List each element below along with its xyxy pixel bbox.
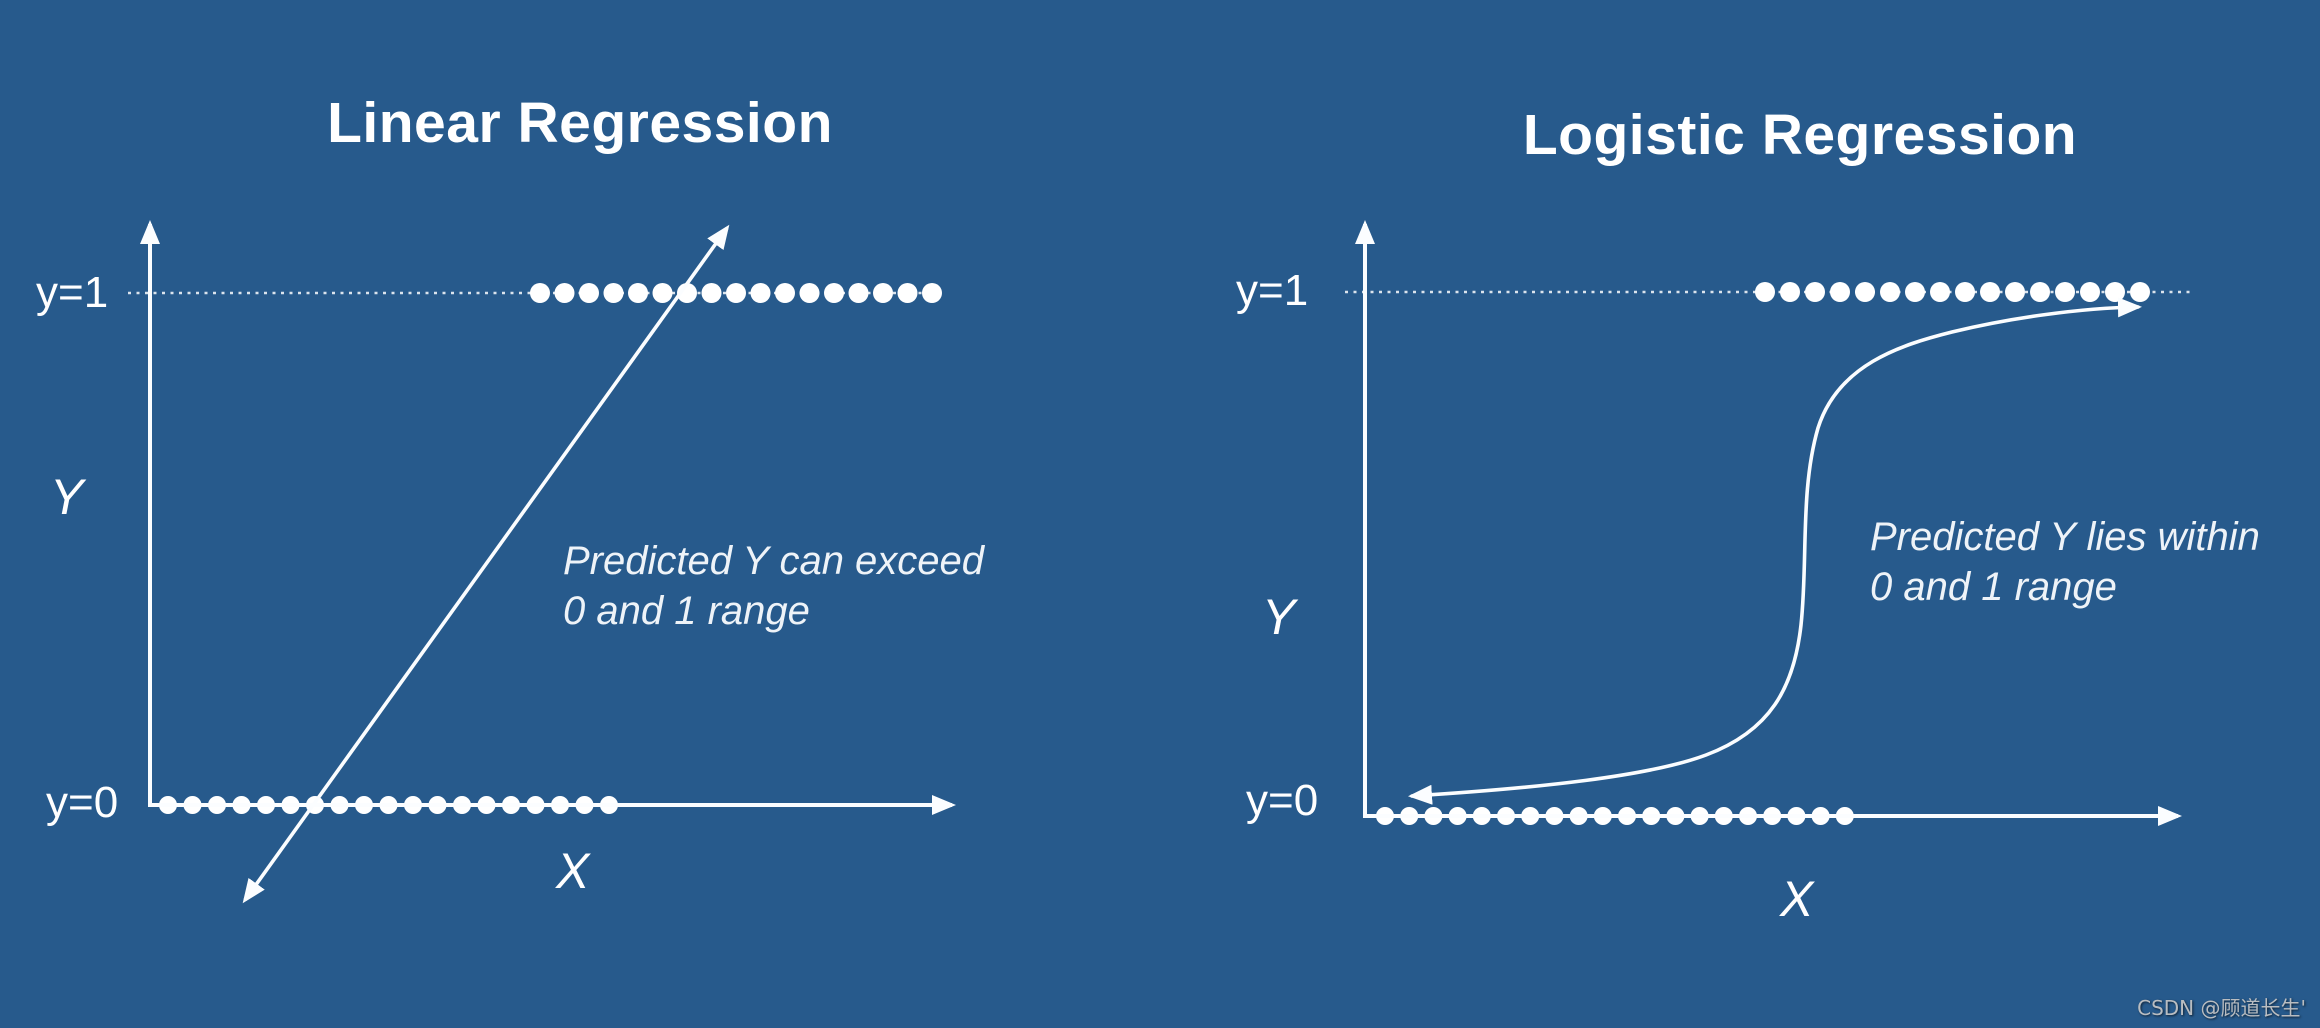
right-y1-label: y=1 xyxy=(1236,266,1309,315)
left-x-axis-label: X xyxy=(556,843,590,899)
right-chart-title: Logistic Regression xyxy=(1522,103,2078,167)
left-y0-label: y=0 xyxy=(46,778,119,827)
right-x-axis-label: X xyxy=(1780,871,1814,927)
right-plot xyxy=(1345,220,2190,826)
right-y-axis-label: Y xyxy=(1262,589,1296,645)
left-plot xyxy=(128,220,956,904)
left-annotation: Predicted Y can exceed 0 and 1 range xyxy=(563,539,985,633)
left-chart-title: Linear Regression xyxy=(327,91,833,155)
watermark: CSDN @顾道长生' xyxy=(2137,996,2306,1020)
left-y-axis-label: Y xyxy=(50,469,84,525)
right-y0-label: y=0 xyxy=(1246,776,1319,825)
right-annotation: Predicted Y lies within 0 and 1 range xyxy=(1870,515,2260,609)
left-y1-label: y=1 xyxy=(36,268,109,317)
